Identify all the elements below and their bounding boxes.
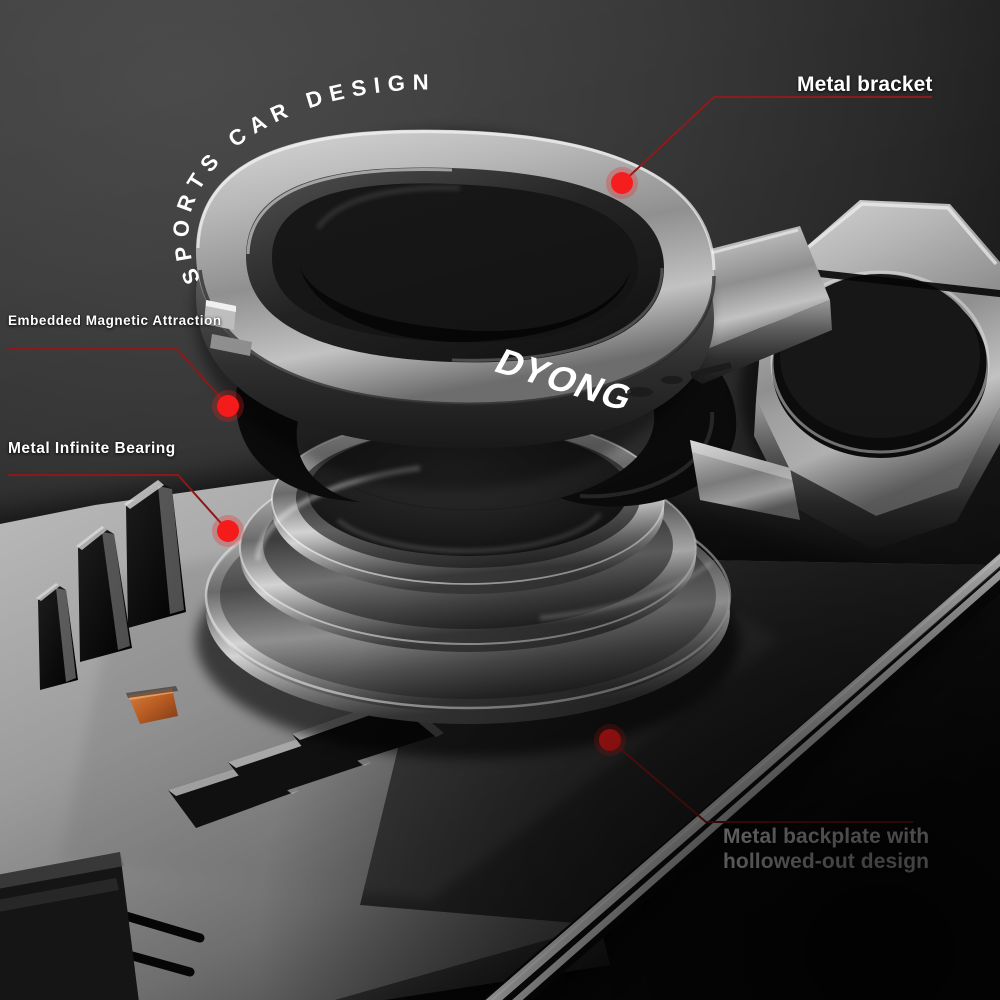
leader-metal-bracket	[621, 96, 932, 184]
callout-marker-embedded-magnetic-attraction[interactable]	[217, 395, 239, 417]
callout-marker-metal-infinite-bearing[interactable]	[217, 520, 239, 542]
callout-markers	[212, 167, 638, 756]
callout-label-metal-bracket: Metal bracket	[797, 73, 933, 96]
callout-label-metal-backplate: Metal backplate with hollowed-out design	[723, 825, 930, 873]
outer-ring: SPORTS CAR DESIGN DYONG	[168, 69, 732, 490]
copper-chip	[126, 686, 178, 724]
callout-marker-metal-bracket[interactable]	[611, 172, 633, 194]
chrome-rail	[481, 553, 1000, 1000]
leader-magnetic	[8, 347, 229, 407]
callout-marker-metal-backplate[interactable]	[599, 729, 621, 751]
leader-backplate	[609, 739, 913, 823]
ring-perforations	[627, 362, 732, 397]
callout-label-metal-infinite-bearing: Metal Infinite Bearing	[8, 440, 176, 457]
leader-bearing	[8, 474, 229, 532]
callout-label-embedded-magnetic-attraction: Embedded Magnetic Attraction	[8, 313, 222, 328]
callout-leader-lines	[8, 96, 932, 823]
vent-slot-group-upper	[36, 480, 186, 690]
case-body-step	[0, 852, 139, 1000]
